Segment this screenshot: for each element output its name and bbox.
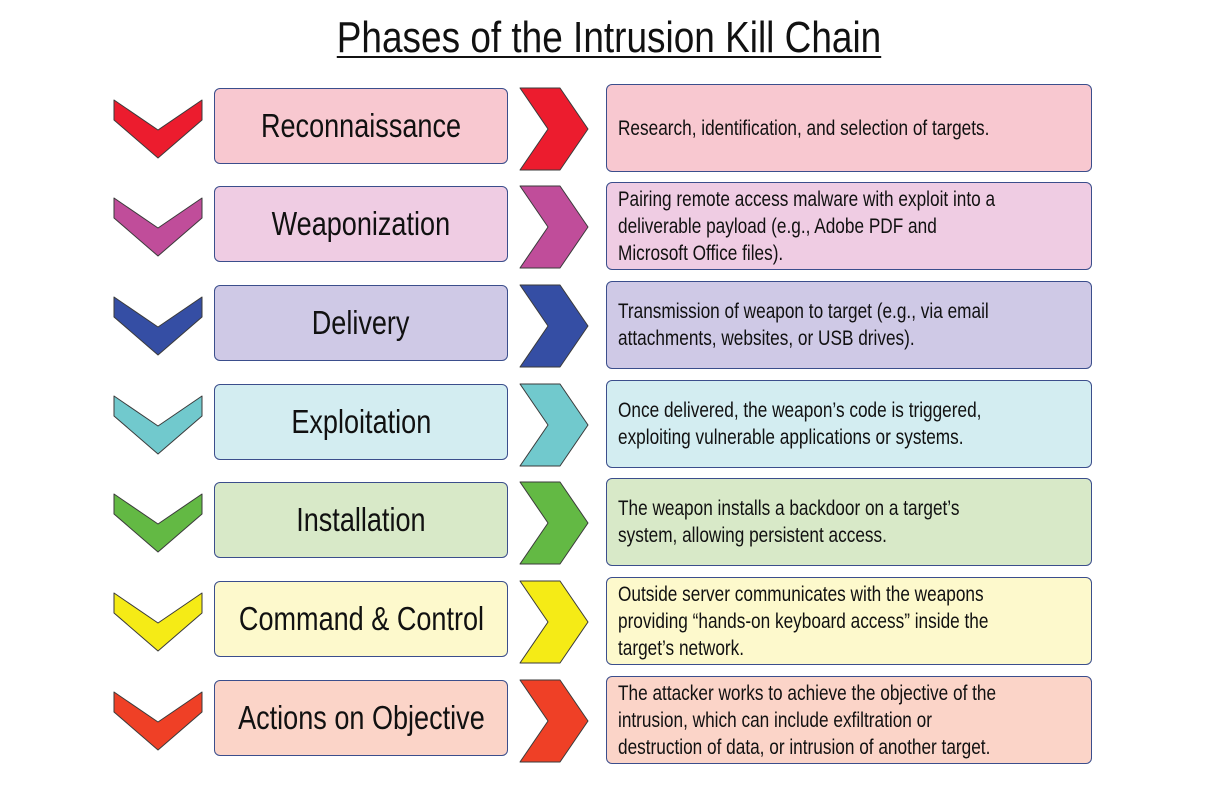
description-box: Research, identification, and selection … [606, 84, 1092, 172]
phase-label: Command & Control [238, 600, 484, 637]
chevron-down-icon [112, 579, 204, 652]
phase-label: Exploitation [291, 403, 431, 440]
phase-box: Installation [214, 482, 508, 558]
description-box: The attacker works to achieve the object… [606, 676, 1092, 764]
phase-description: Outside server communicates with the wea… [618, 582, 989, 660]
phase-box: Actions on Objective [214, 680, 508, 756]
phase-box: Command & Control [214, 581, 508, 657]
phase-label: Delivery [312, 304, 410, 341]
phase-row-command-control: Command & Control Outside server communi… [0, 577, 1231, 669]
description-box: Pairing remote access malware with explo… [606, 182, 1092, 270]
phase-row-installation: Installation The weapon installs a backd… [0, 478, 1231, 570]
phase-label: Installation [296, 501, 426, 538]
phase-description: Pairing remote access malware with explo… [618, 187, 996, 265]
phase-row-actions-on-objective: Actions on Objective The attacker works … [0, 676, 1231, 768]
chevron-down-icon [112, 86, 204, 159]
phase-description: Research, identification, and selection … [618, 116, 990, 140]
description-box: Outside server communicates with the wea… [606, 577, 1092, 665]
phase-box: Weaponization [214, 186, 508, 262]
chevron-right-icon [518, 283, 590, 369]
chevron-down-icon [112, 678, 204, 751]
phase-box: Reconnaissance [214, 88, 508, 164]
phase-row-delivery: Delivery Transmission of weapon to targe… [0, 281, 1231, 373]
phase-label: Weaponization [271, 205, 451, 242]
description-box: Once delivered, the weapon’s code is tri… [606, 380, 1092, 468]
phase-row-exploitation: Exploitation Once delivered, the weapon’… [0, 380, 1231, 472]
chevron-down-icon [112, 480, 204, 553]
phase-label: Reconnaissance [260, 107, 462, 144]
phase-description: The attacker works to achieve the object… [618, 681, 997, 759]
chevron-right-icon [518, 86, 590, 172]
phase-description: Once delivered, the weapon’s code is tri… [618, 399, 982, 449]
phase-box: Exploitation [214, 384, 508, 460]
description-box: Transmission of weapon to target (e.g., … [606, 281, 1092, 369]
phase-row-weaponization: Weaponization Pairing remote access malw… [0, 182, 1231, 274]
phase-description: The weapon installs a backdoor on a targ… [618, 497, 960, 547]
chevron-down-icon [112, 382, 204, 455]
chevron-right-icon [518, 678, 590, 764]
chevron-right-icon [518, 184, 590, 270]
chevron-right-icon [518, 579, 590, 665]
phase-description: Transmission of weapon to target (e.g., … [618, 300, 989, 350]
chevron-down-icon [112, 184, 204, 257]
chevron-right-icon [518, 382, 590, 468]
page-title: Phases of the Intrusion Kill Chain [336, 13, 882, 62]
phase-box: Delivery [214, 285, 508, 361]
chevron-down-icon [112, 283, 204, 356]
description-box: The weapon installs a backdoor on a targ… [606, 478, 1092, 566]
phase-row-reconnaissance: Reconnaissance Research, identification,… [0, 84, 1231, 176]
phase-label: Actions on Objective [237, 699, 485, 736]
chevron-right-icon [518, 480, 590, 566]
